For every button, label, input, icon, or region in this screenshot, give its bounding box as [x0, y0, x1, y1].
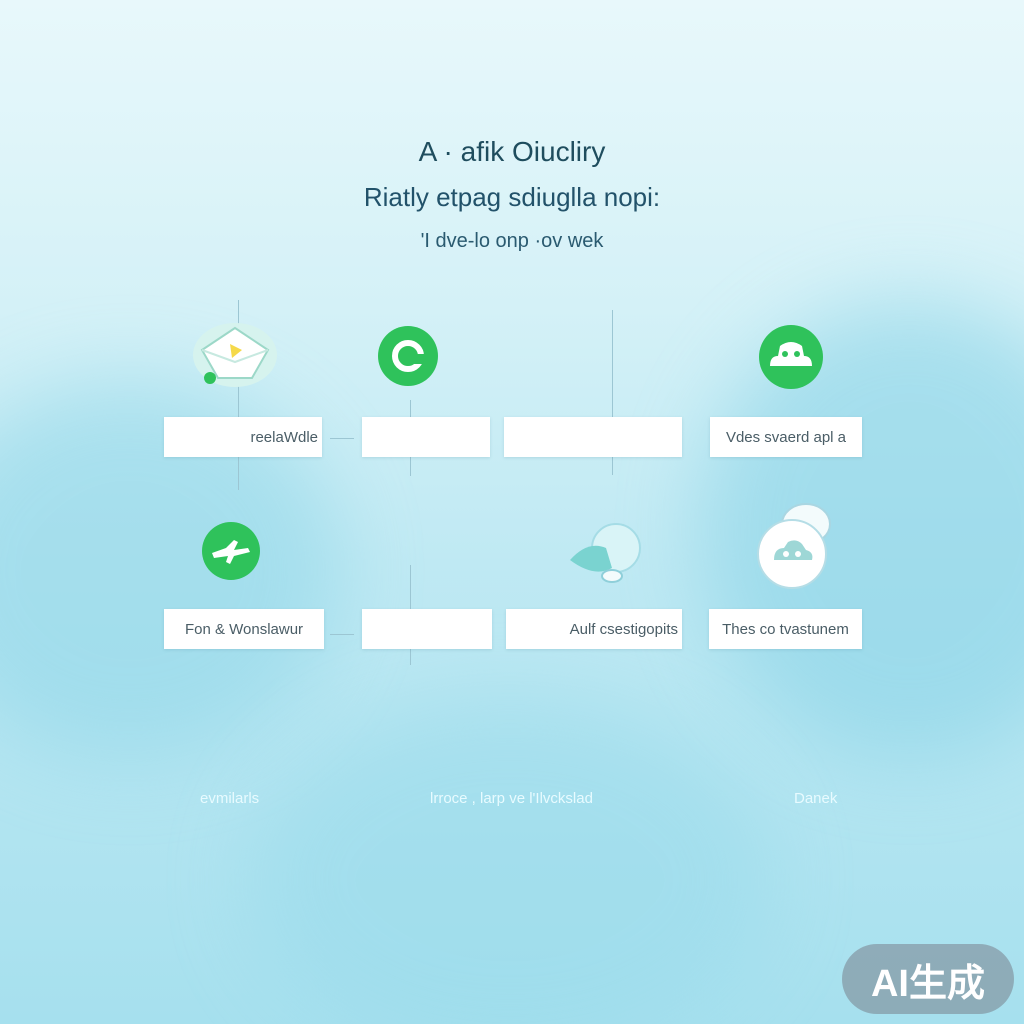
envelope-icon[interactable]: [190, 320, 280, 390]
connector-line: [330, 438, 354, 439]
connector-line: [330, 634, 354, 635]
card-row2-1[interactable]: Fon & Wonslawur: [164, 609, 324, 649]
chat-bubble-icon[interactable]: [376, 326, 440, 390]
card-row2-2[interactable]: [362, 609, 492, 649]
card-row2-4[interactable]: Thes co tvastunem: [709, 609, 862, 649]
card-row1-1[interactable]: reelaWdle: [164, 417, 322, 457]
card-row2-3[interactable]: Aulf csestigopits: [506, 609, 682, 649]
cloud-badge-icon[interactable]: [756, 324, 826, 390]
ai-generated-badge: AI生成: [842, 944, 1014, 1014]
card-row1-4[interactable]: Vdes svaerd apl a: [710, 417, 862, 457]
footer-label-right: Danek: [794, 790, 838, 807]
page-tagline: 'I dve-lo onp ·ov wek: [420, 230, 604, 252]
connector-line: [612, 310, 613, 475]
page-subtitle: Riatly etpag sdiuglla nopi:: [363, 182, 661, 212]
footer-label-center: lrroce , larp ve l'Ilvckslad: [430, 790, 593, 807]
connector-line: [238, 300, 239, 490]
bubble-icon[interactable]: [566, 518, 646, 588]
card-row1-2[interactable]: [362, 417, 490, 457]
card-row1-3[interactable]: [504, 417, 682, 457]
cloud-storage-icon[interactable]: [752, 500, 836, 590]
page-title: A · afik Oiucliry: [418, 136, 606, 167]
airplane-icon[interactable]: [200, 520, 262, 582]
footer-label-left: evmilarls: [200, 790, 260, 807]
